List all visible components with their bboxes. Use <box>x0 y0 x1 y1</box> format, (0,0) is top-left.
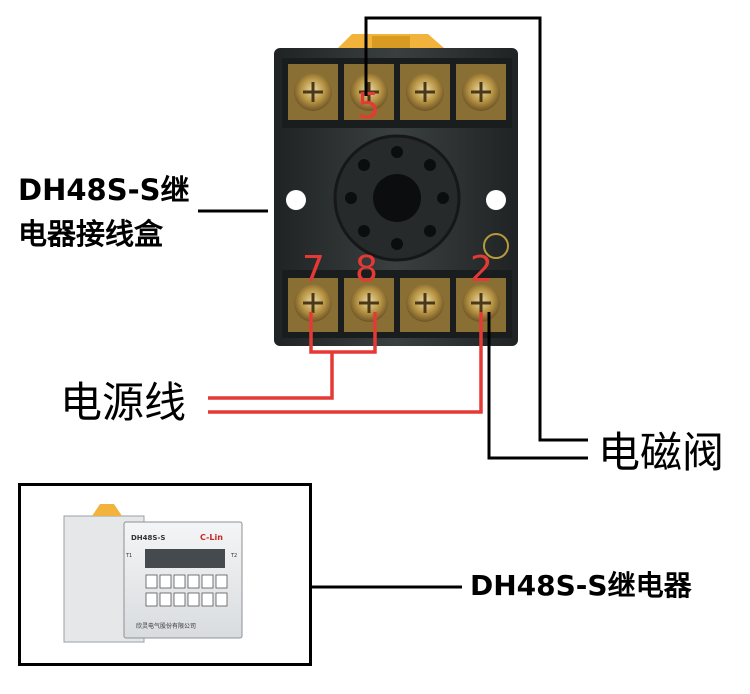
top-terminals <box>288 64 506 120</box>
valve-wire-black-2 <box>487 312 588 460</box>
relay-brand-logo: C-Lin <box>200 533 223 542</box>
relay-label: DH48S-S继电器 <box>470 569 692 602</box>
mounting-hole <box>286 190 306 210</box>
relay-maker-text: 欣灵电气股份有限公司 <box>136 622 196 630</box>
pin-hole <box>358 225 370 237</box>
screw-slot <box>303 82 323 102</box>
octal-socket <box>333 134 461 262</box>
relay-model-text: DH48S-S <box>131 534 165 542</box>
bottom-terminals <box>288 278 506 332</box>
relay-socket <box>274 34 518 346</box>
dip-switch <box>159 592 172 607</box>
relay-t2-label: T2 <box>230 553 237 559</box>
screw-slot <box>359 82 379 102</box>
pin-hole <box>424 159 436 171</box>
dip-switch <box>201 574 214 589</box>
dip-switch <box>201 592 214 607</box>
screw-slot <box>471 293 491 313</box>
dip-switch <box>187 574 200 589</box>
screw-slot <box>359 293 379 313</box>
terminal-number-5: 5 <box>357 86 380 127</box>
dip-switch <box>173 574 186 589</box>
valve-wire-black <box>364 16 588 442</box>
dip-switch <box>187 592 200 607</box>
dip-switch <box>159 574 172 589</box>
pin-hole <box>391 146 403 158</box>
screw-slot <box>471 82 491 102</box>
certification-seal-icon <box>483 233 509 259</box>
relay-top-clip <box>92 504 122 516</box>
socket-label: DH48S-S继电器接线盒 <box>18 173 190 251</box>
dip-switch <box>215 574 228 589</box>
dip-switch <box>173 592 186 607</box>
dip-switch <box>145 592 158 607</box>
dip-switch <box>145 574 158 589</box>
screw-slot <box>303 293 323 313</box>
power-line-label: 电源线 <box>60 378 187 427</box>
mounting-hole <box>486 190 506 210</box>
relay-picture-frame <box>18 483 312 666</box>
pin-hole <box>391 238 403 250</box>
screw-slot <box>415 293 435 313</box>
pin-hole <box>437 192 449 204</box>
terminal-number-2: 2 <box>470 249 493 290</box>
relay-t1-label: T1 <box>125 553 132 559</box>
solenoid-valve-label: 电磁阀 <box>598 428 725 477</box>
terminal-number-8: 8 <box>355 249 378 290</box>
power-wire-bridge <box>309 312 377 354</box>
relay-display <box>145 549 225 568</box>
center-key-hole <box>373 174 421 222</box>
screw-slot <box>415 82 435 102</box>
dip-switch <box>215 592 228 607</box>
power-wire-red-1 <box>208 352 334 400</box>
terminal-number-7: 7 <box>302 249 325 290</box>
pin-hole <box>424 225 436 237</box>
pin-hole <box>345 192 357 204</box>
power-wire-red-2 <box>208 312 483 414</box>
relay-device-image: DH48S-S C-Lin T1 T2 欣灵电气股份有限公司 <box>63 504 243 643</box>
pin-hole <box>358 159 370 171</box>
socket-clip-notch <box>372 36 410 48</box>
relay-dip-switches <box>145 574 228 607</box>
